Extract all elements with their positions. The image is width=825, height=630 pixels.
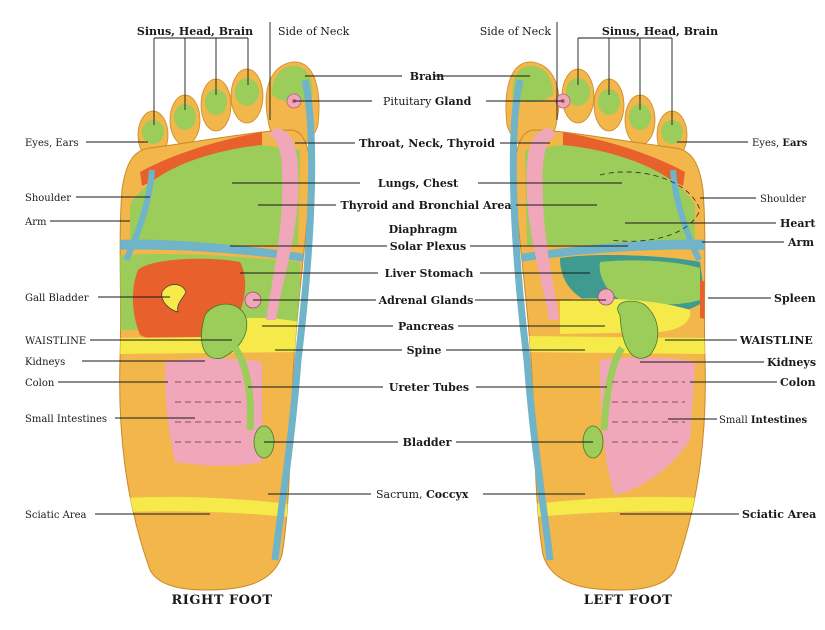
label-sciatic-left: Sciatic Area [742, 508, 816, 521]
right-sole-zones [119, 132, 305, 518]
left-arm-shoulder [670, 169, 702, 262]
label-heart: Heart [780, 217, 816, 230]
label-spleen: Spleen [774, 292, 816, 305]
left-intestine-dashes [612, 381, 685, 443]
right-foot [119, 61, 320, 591]
left-waistline-band [520, 336, 706, 354]
left-heart-outline [599, 171, 701, 242]
left-fourth-toe-sinus [629, 104, 651, 130]
right-sciatic-band [125, 496, 300, 518]
title-left-foot: LEFT FOOT [584, 593, 673, 608]
right-diaphragm-band [119, 239, 305, 262]
left-little-toe-sinus [661, 120, 683, 144]
right-spine [271, 79, 316, 561]
right-arm-shoulder [123, 169, 155, 262]
label-eyes-ears-right: Eyes, Ears [25, 138, 79, 149]
label-lungs-chest: Lungs, Chest [378, 177, 459, 190]
label-gall-bladder: Gall Bladder [25, 293, 89, 304]
left-spine [509, 79, 554, 561]
label-arm-left: Arm [787, 236, 814, 249]
label-kidneys-left: Kidneys [767, 356, 816, 369]
label-solar-plexus: Solar Plexus [390, 240, 466, 253]
right-gall-bladder [161, 284, 187, 313]
right-third-toe-sinus [205, 89, 227, 115]
label-small-intestines-left: Small Intestines [719, 415, 807, 426]
label-liver-stomach: Liver Stomach [385, 267, 474, 280]
left-adrenal [597, 288, 615, 306]
right-little-toe-sinus [142, 120, 164, 144]
label-thyroid-bronchial: Thyroid and Bronchial Area [341, 199, 512, 212]
label-shoulder-left: Shoulder [760, 194, 806, 205]
right-second-toe-sinus [235, 78, 259, 106]
label-side-of-neck-left: Side of Neck [480, 25, 552, 38]
left-foot [505, 61, 706, 591]
label-brain: Brain [410, 70, 444, 83]
label-waistline-right: WAISTLINE [25, 336, 86, 347]
left-spleen [700, 280, 706, 320]
left-intestines-zone [600, 357, 695, 495]
left-big-toe-brain [512, 66, 553, 103]
right-lungs-zone [130, 145, 300, 245]
label-sciatic-right: Sciatic Area [25, 510, 87, 521]
label-spine: Spine [407, 344, 442, 357]
label-eyes-ears-left: Eyes, Ears [752, 138, 808, 149]
right-fourth-toe-sinus [174, 104, 196, 130]
right-ureter [232, 345, 254, 431]
label-diaphragm: Diaphragm [389, 223, 458, 236]
label-pancreas: Pancreas [398, 320, 454, 333]
left-thyroid-strip [526, 128, 559, 320]
label-pituitary-gland: Pituitary Gland [383, 95, 472, 108]
left-kidney [617, 300, 659, 359]
label-kidneys-right: Kidneys [25, 357, 65, 368]
label-ureter-tubes: Ureter Tubes [389, 381, 469, 394]
left-second-toe-sinus [566, 78, 590, 106]
label-sinus-head-brain-left: Sinus, Head, Brain [602, 25, 718, 38]
left-foot-toes [505, 61, 688, 160]
label-sacrum-coccyx: Sacrum, Coccyx [376, 488, 469, 501]
left-third-toe-sinus [598, 89, 620, 115]
label-sinus-head-brain-right: Sinus, Head, Brain [137, 25, 253, 38]
left-diaphragm-band [520, 239, 706, 262]
left-lungs-zone [525, 145, 695, 245]
label-colon-left: Colon [780, 376, 816, 389]
label-bladder: Bladder [403, 436, 452, 449]
right-big-toe-brain [272, 66, 313, 103]
right-intestine-dashes [175, 381, 245, 443]
label-small-intestines-right: Small Intestines [25, 414, 107, 425]
right-kidney [201, 303, 248, 359]
right-foot-toes [137, 61, 320, 160]
label-arm-right: Arm [24, 217, 47, 228]
label-colon-right: Colon [25, 378, 55, 389]
labels: Sinus, Head, Brain Side of Neck Side of … [24, 25, 816, 608]
right-thyroid-strip [266, 128, 299, 320]
label-side-of-neck-right: Side of Neck [278, 25, 350, 38]
left-sciatic-band [525, 496, 700, 518]
right-intestines-zone [164, 358, 262, 466]
label-waistline-left: WAISTLINE [739, 334, 813, 347]
leader-lines [50, 22, 784, 515]
title-right-foot: RIGHT FOOT [171, 593, 272, 608]
label-throat-neck-thyroid: Throat, Neck, Thyroid [359, 137, 495, 150]
left-ureter [600, 345, 625, 431]
label-shoulder-right: Shoulder [25, 193, 71, 204]
left-sole-zones [520, 132, 706, 518]
left-stomach-inner [599, 260, 700, 305]
label-adrenal-glands: Adrenal Glands [378, 294, 474, 307]
